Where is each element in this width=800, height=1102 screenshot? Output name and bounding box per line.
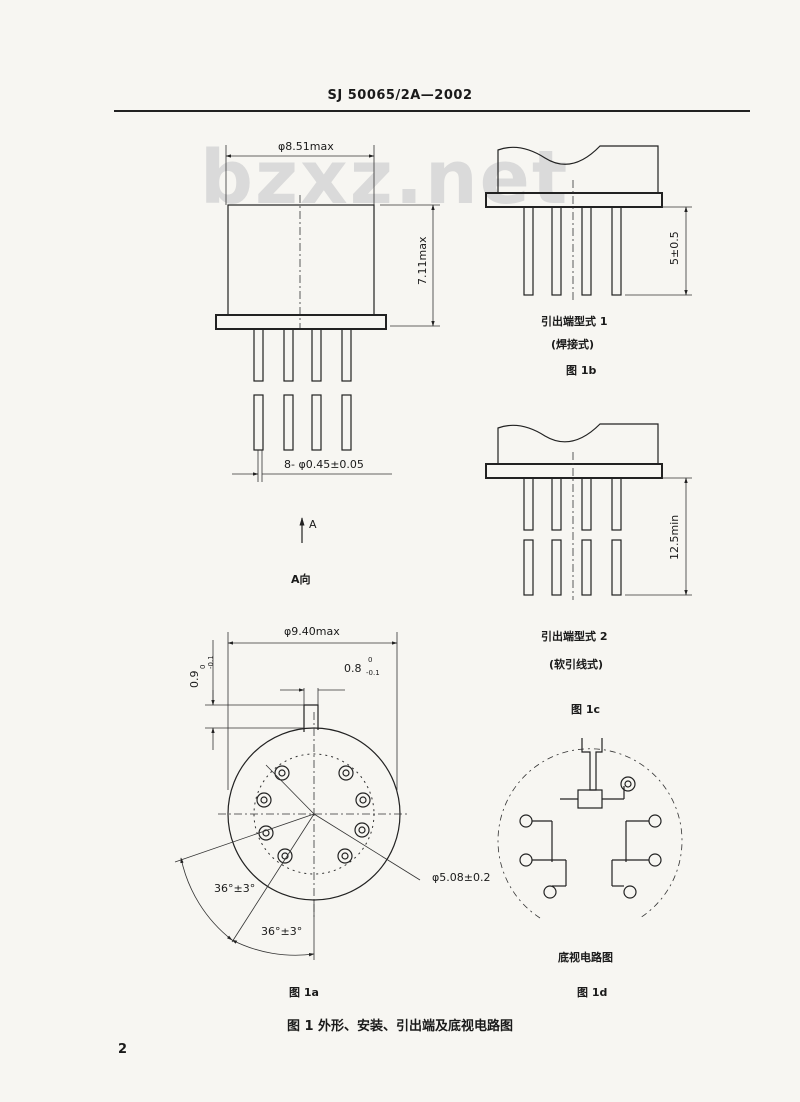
fig1a-view-label: A向	[291, 573, 311, 586]
fig1b-type-label: 引出端型式 1	[541, 315, 608, 328]
fig1a-tab-width-tol-lower: -0.1	[366, 669, 380, 677]
fig1a-bottom-view	[174, 632, 421, 960]
page-number: 2	[118, 1042, 128, 1057]
fig1b-length-dim: 5±0.5	[668, 231, 681, 265]
fig1a-height-dim: 7.11max	[416, 236, 429, 285]
fig1c-label: 图 1c	[571, 703, 601, 716]
fig1a-pitch-circle-dim: φ5.08±0.2	[432, 871, 491, 884]
fig1b-type-sub: (焊接式)	[551, 338, 595, 351]
fig1a-angle1: 36°±3°	[214, 882, 256, 895]
fig1a-leads-dim: 8- φ0.45±0.05	[284, 458, 364, 471]
fig1a-base-diameter-dim: φ9.40max	[284, 625, 340, 638]
fig1c-length-dim: 12.5min	[668, 514, 681, 560]
figure-caption: 图 1 外形、安装、引出端及底视电路图	[286, 1019, 514, 1034]
fig1c-type-sub: (软引线式)	[549, 658, 604, 671]
fig1a-diameter-dim: φ8.51max	[278, 140, 334, 153]
fig1a-side-view	[215, 145, 440, 543]
fig1b-label: 图 1b	[566, 364, 597, 377]
header-rule	[114, 110, 750, 112]
fig1d-title: 底视电路图	[558, 951, 613, 964]
standard-code-header: SJ 50065/2A—2002	[327, 88, 473, 103]
fig1c-drawing	[485, 423, 692, 600]
fig1b-drawing	[485, 145, 692, 300]
fig1d-circuit	[497, 738, 683, 919]
fig1c-type-label: 引出端型式 2	[541, 630, 608, 643]
fig1a-tab-height-tol-lower: -0.1	[207, 655, 215, 669]
fig1a-tab-width-tol-upper: 0	[368, 656, 373, 664]
fig1a-label: 图 1a	[289, 986, 319, 999]
fig1a-tab-height-tol-upper: 0	[199, 664, 207, 669]
fig1a-view-arrow-label: A	[309, 518, 317, 531]
fig1d-label: 图 1d	[577, 986, 608, 999]
fig1a-angle2: 36°±3°	[261, 925, 303, 938]
pin-holes	[256, 765, 371, 864]
fig1a-tab-width-dim: 0.8	[344, 662, 362, 675]
fig1a-tab-height-dim: 0.9	[188, 670, 201, 689]
